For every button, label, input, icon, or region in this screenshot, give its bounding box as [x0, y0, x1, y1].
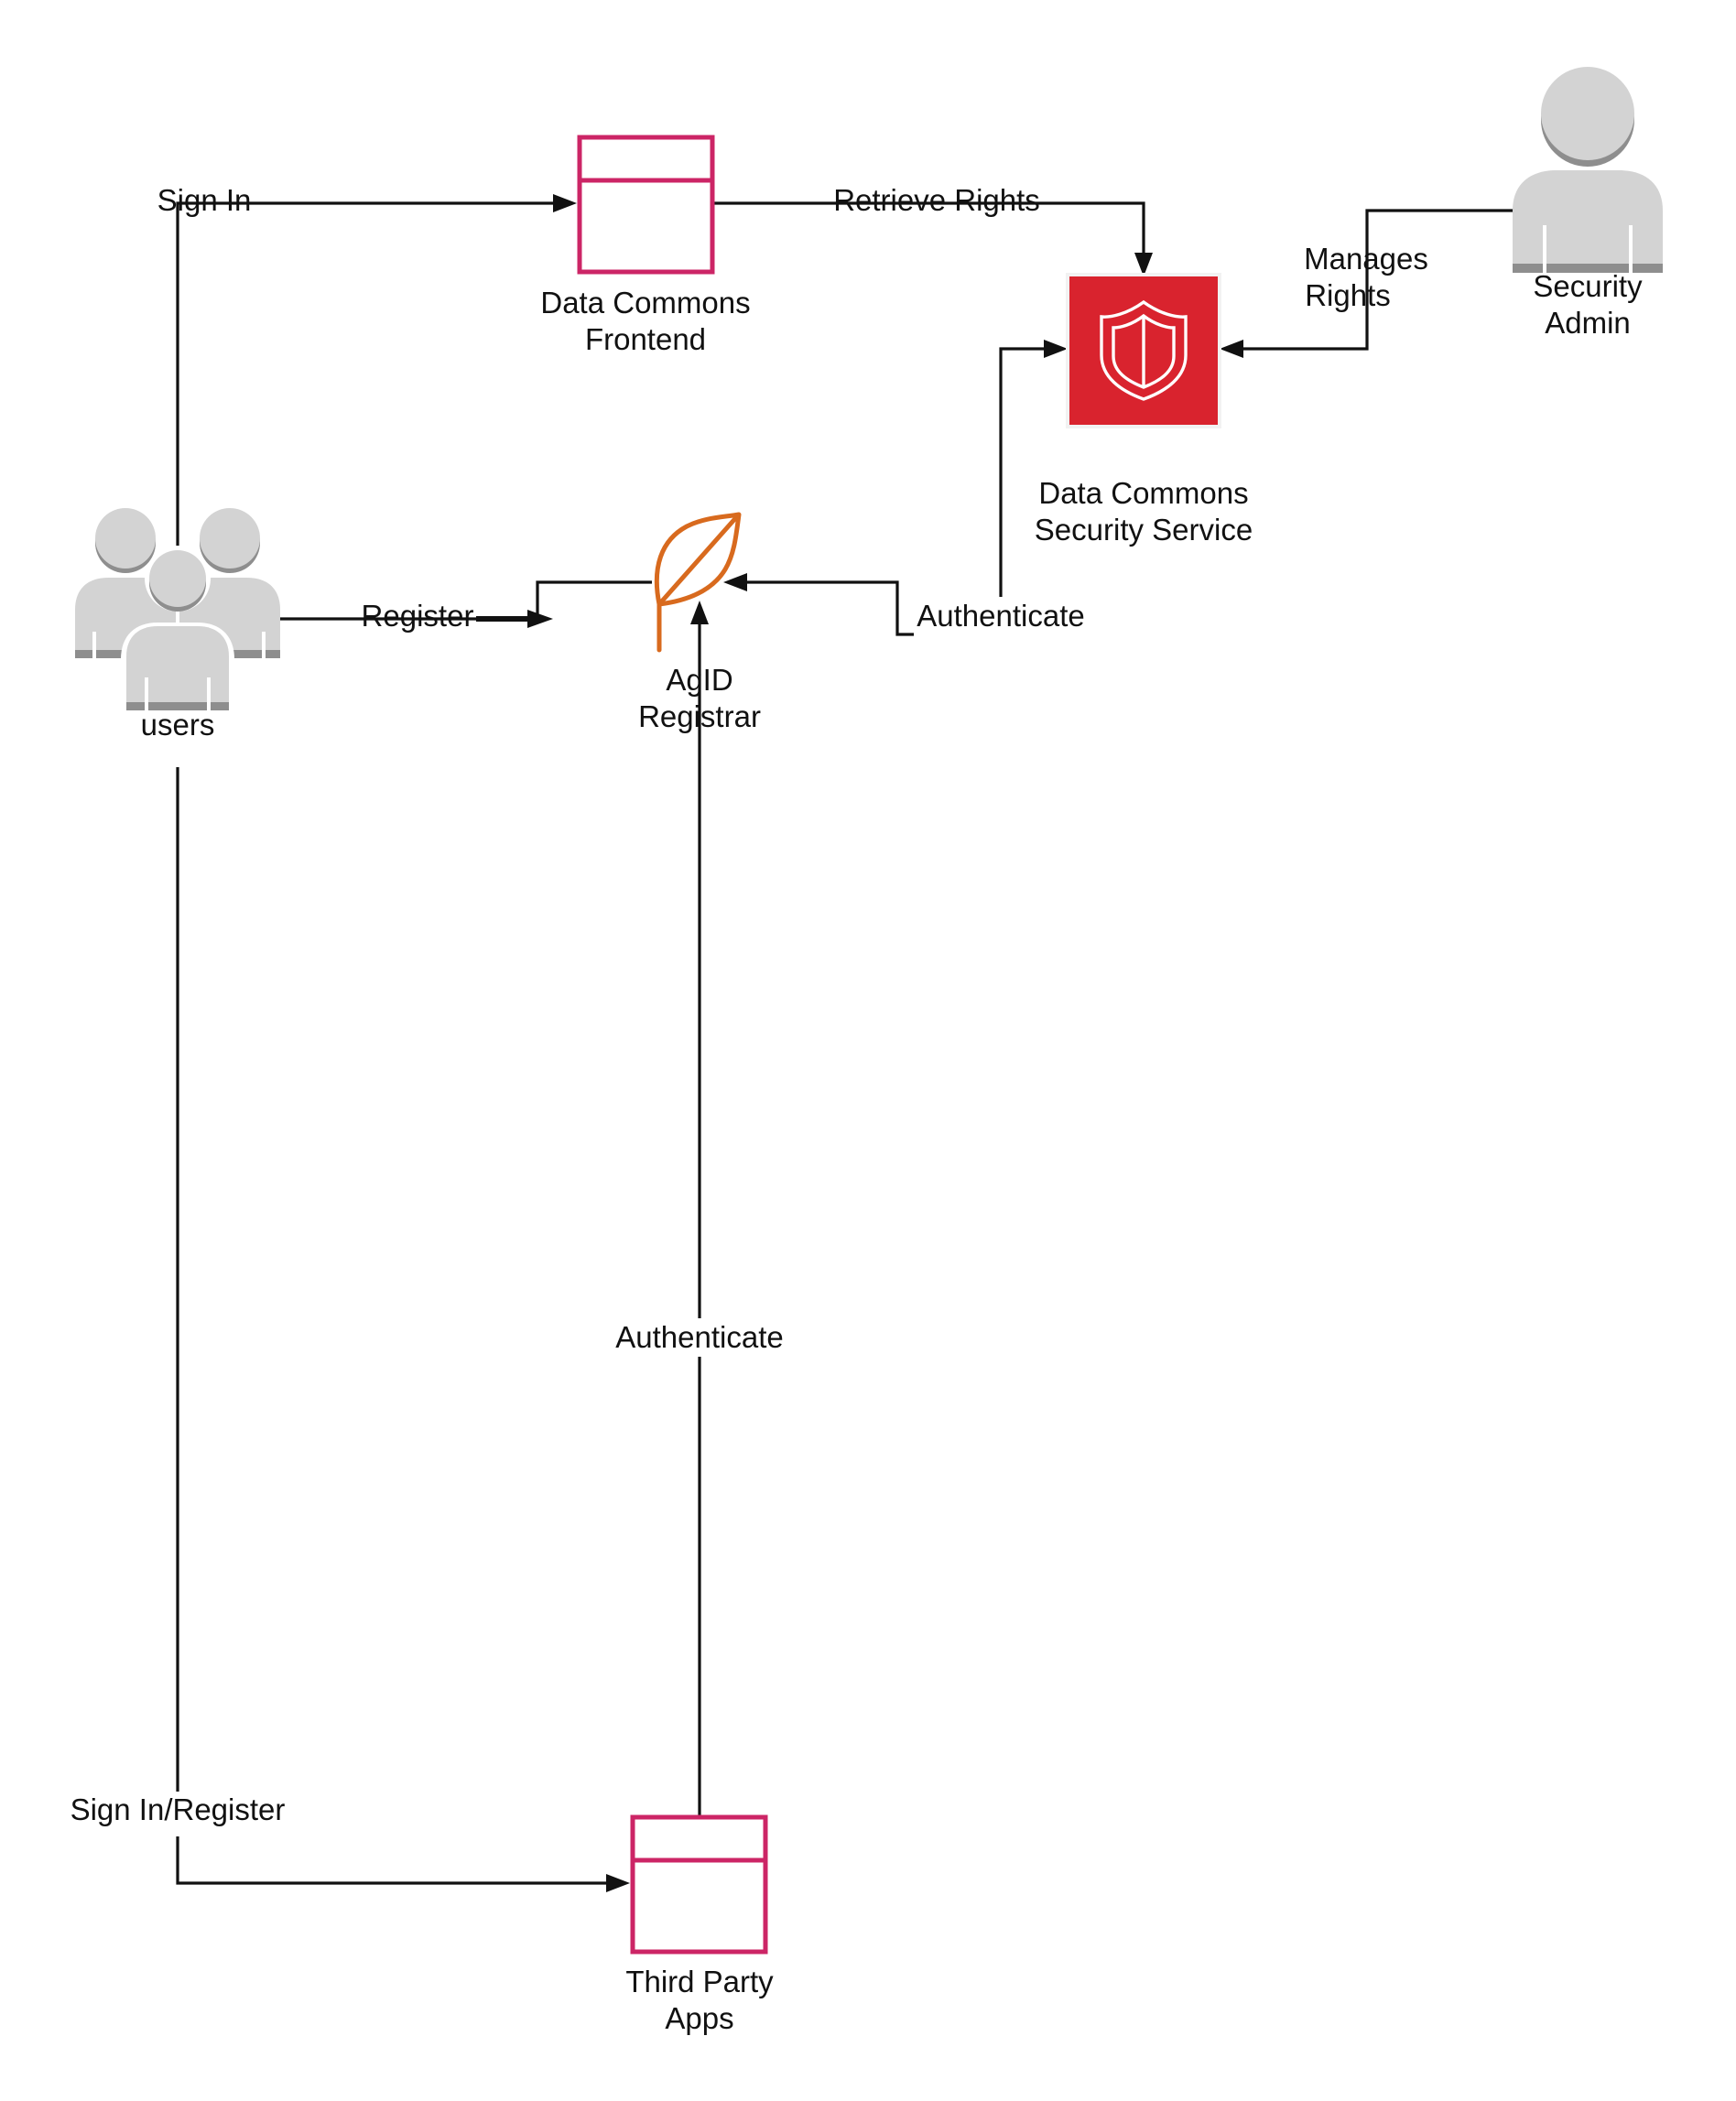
edge-sign-in [176, 194, 577, 549]
leaf-icon [654, 512, 742, 653]
edge-manages-rights [1220, 209, 1513, 358]
application-window-icon [630, 1814, 768, 1955]
users-label: users [141, 708, 215, 742]
security-service-label-line1: Data Commons [1038, 476, 1248, 510]
third-party-label-line1: Third Party [625, 1965, 774, 1998]
edge-label-manages-rights-line1: Manages [1304, 242, 1428, 276]
registrar-label-line1: AgID [666, 663, 732, 697]
security-admin-label-line2: Admin [1545, 306, 1631, 340]
shield-icon [1100, 299, 1188, 401]
registrar-node: AgID Registrar [638, 512, 761, 733]
edge-label-authenticate-service: Authenticate [917, 599, 1084, 633]
edge-label-sign-in: Sign In [157, 183, 252, 217]
user-icon [1513, 67, 1663, 273]
edge-authenticate-service [723, 340, 1068, 636]
frontend-label-line2: Frontend [585, 322, 706, 356]
edge-retrieve-rights [712, 201, 1153, 276]
edge-label-authenticate-apps: Authenticate [615, 1320, 783, 1354]
frontend-node: Data Commons Frontend [540, 135, 751, 356]
registrar-label-line2: Registrar [638, 699, 761, 733]
users-group-icon [75, 508, 280, 712]
edge-label-manages-rights-line2: Rights [1305, 278, 1391, 312]
edge-authenticate-apps [690, 601, 709, 1816]
users-node: users [75, 508, 280, 742]
edge-register [280, 580, 652, 628]
edge-label-register: Register [362, 599, 474, 633]
edge-label-sign-in-register: Sign In/Register [71, 1792, 286, 1826]
third-party-node: Third Party Apps [625, 1814, 774, 2035]
third-party-label-line2: Apps [665, 2001, 733, 2035]
security-admin-node: Security Admin [1513, 67, 1663, 340]
edge-label-retrieve-rights: Retrieve Rights [833, 183, 1040, 217]
security-admin-label-line1: Security [1533, 269, 1643, 303]
edge-sign-in-register [176, 767, 630, 1892]
frontend-label-line1: Data Commons [540, 286, 750, 319]
security-service-node: Data Commons Security Service [1035, 273, 1253, 547]
application-window-icon [577, 135, 715, 275]
security-service-label-line2: Security Service [1035, 513, 1253, 547]
